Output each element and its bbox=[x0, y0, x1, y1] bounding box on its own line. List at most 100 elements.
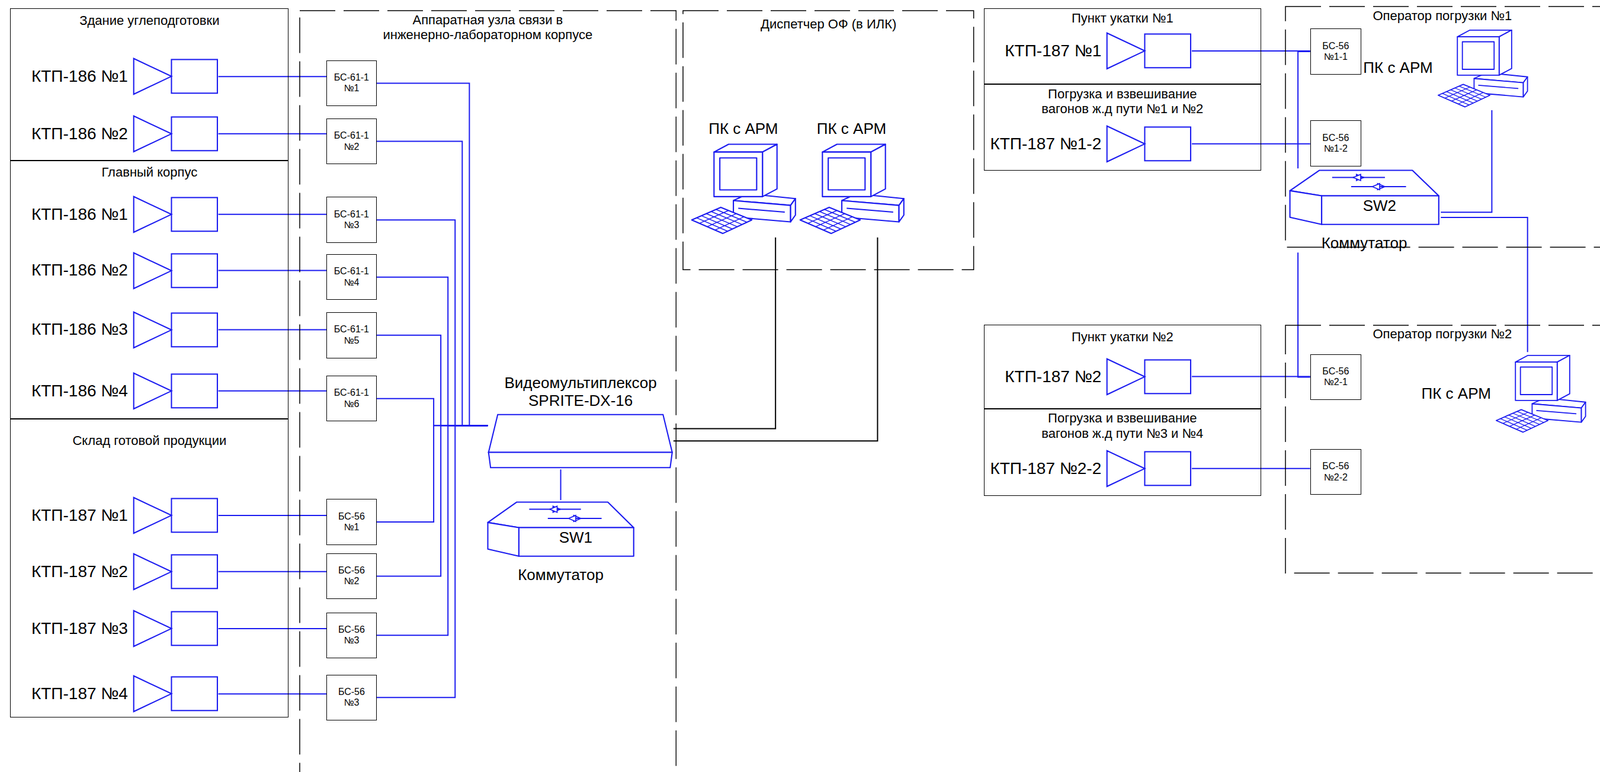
node-label: КТП-187 №2 bbox=[31, 562, 128, 582]
multiplexer-body bbox=[488, 414, 673, 452]
camera-symbol bbox=[132, 496, 219, 535]
area-box: Пункт укатки №2КТП-187 №2 bbox=[983, 324, 1262, 410]
room-area: Диспетчер ОФ (в ИЛК)ПК с АРМПК с АРМ bbox=[682, 10, 975, 271]
cable-line bbox=[1440, 110, 1492, 213]
computer-icon bbox=[689, 140, 797, 238]
cable-line bbox=[1297, 252, 1311, 377]
case-side bbox=[790, 198, 796, 222]
cable-line bbox=[1191, 50, 1311, 52]
monitor-front bbox=[1515, 361, 1557, 401]
drive-slot bbox=[1536, 410, 1577, 415]
monitor-side bbox=[762, 144, 778, 197]
area-box: Главный корпусКТП-186 №1КТП-186 №2КТП-18… bbox=[10, 159, 289, 420]
camera-body bbox=[171, 312, 218, 347]
cable-line bbox=[218, 213, 327, 216]
camera-node: КТП-186 №4 bbox=[31, 372, 219, 410]
drive-slot bbox=[738, 208, 786, 213]
camera-node: КТП-187 №4 bbox=[31, 674, 219, 713]
node-label: КТП-186 №3 bbox=[31, 319, 128, 339]
node-label: БС-56 №2-2 bbox=[1314, 460, 1358, 483]
monitor-side bbox=[1498, 30, 1512, 76]
node-label: КТП-187 №2-2 bbox=[989, 459, 1102, 479]
camera-body bbox=[1145, 359, 1192, 394]
node-label: КТП-186 №1 bbox=[31, 66, 128, 86]
cable-line bbox=[218, 75, 327, 78]
block-box: БС-61-1 №5 bbox=[326, 312, 377, 359]
key-column bbox=[1517, 411, 1544, 423]
room-area: Аппаратная узла связи в инженерно-лабора… bbox=[299, 10, 677, 772]
switch-side bbox=[487, 522, 519, 557]
block-box: БС-61-1 №4 bbox=[326, 254, 377, 301]
node-label: БС-56 №3 bbox=[329, 686, 373, 709]
camera-body bbox=[171, 373, 218, 408]
switch-arrowhead bbox=[1352, 174, 1361, 181]
camera-node: КТП-187 №2-2 bbox=[989, 449, 1192, 488]
case-side bbox=[1522, 76, 1528, 97]
camera-symbol bbox=[1105, 449, 1192, 488]
dashed-border bbox=[299, 10, 676, 772]
node-label: Аппаратная узла связи в инженерно-лабора… bbox=[360, 12, 615, 43]
area-box: Пункт укатки №1 КТП-187 №1 bbox=[983, 8, 1262, 85]
cable-line bbox=[673, 237, 776, 429]
workstation: ПК с АРМ bbox=[1421, 351, 1587, 436]
network-switch: SW1Коммутатор bbox=[485, 499, 636, 585]
camera-body bbox=[1145, 126, 1192, 161]
room-area: Оператор погрузки №1БС-56 №1-1ПК с АРМБС… bbox=[1284, 5, 1600, 248]
camera-symbol bbox=[1105, 124, 1192, 163]
switch-arrowhead bbox=[1371, 183, 1380, 190]
workstation: ПК с АРМ bbox=[689, 120, 797, 238]
node-label: БС-61-1 №5 bbox=[329, 324, 373, 346]
cable-line bbox=[218, 133, 327, 135]
node-label: КТП-186 №1 bbox=[31, 204, 128, 224]
block-box: БС-61-1 №1 bbox=[326, 60, 377, 107]
camera-node: КТП-187 №3 bbox=[31, 609, 219, 648]
camera-node: КТП-186 №1 bbox=[31, 195, 219, 234]
cable-line bbox=[376, 398, 489, 426]
keyboard bbox=[1438, 84, 1490, 107]
cable-line bbox=[218, 571, 327, 573]
cable-line bbox=[376, 277, 489, 426]
camera-node: КТП-186 №2 bbox=[31, 114, 219, 153]
cable-line bbox=[218, 390, 327, 392]
workstation: ПК с АРМ bbox=[1363, 26, 1528, 111]
node-label: КТП-187 №1 bbox=[31, 505, 128, 525]
room-area: Оператор погрузки №2БС-56 №2-1БС-56 №2-2… bbox=[1284, 324, 1600, 574]
switch-arrowhead bbox=[549, 505, 557, 512]
computer-icon bbox=[797, 140, 906, 238]
node-caption: Коммутатор bbox=[1287, 234, 1441, 253]
cable-line bbox=[376, 425, 489, 698]
camera-body bbox=[171, 197, 218, 232]
camera-node: КТП-187 №1 bbox=[1004, 31, 1192, 70]
camera-symbol bbox=[132, 310, 219, 349]
dashed-border bbox=[683, 10, 974, 270]
node-label: Здание углеподготовки bbox=[76, 13, 223, 28]
camera-lens bbox=[1107, 450, 1146, 486]
keyboard bbox=[1496, 409, 1548, 433]
node-label: Пункт укатки №1 bbox=[1068, 10, 1177, 26]
cable-line bbox=[1191, 467, 1311, 470]
camera-node: КТП-186 №1 bbox=[31, 57, 219, 96]
cable-line bbox=[376, 219, 489, 426]
block-box: БС-56 №1-2 bbox=[1310, 120, 1362, 167]
node-label: БС-61-1 №3 bbox=[329, 209, 373, 232]
monitor-side bbox=[870, 144, 886, 197]
camera-lens bbox=[133, 373, 172, 409]
switch-top bbox=[487, 501, 634, 528]
case-side bbox=[899, 198, 904, 222]
node-label: Оператор погрузки №2 bbox=[1369, 326, 1515, 342]
computer-icon bbox=[1494, 351, 1587, 436]
camera-body bbox=[171, 554, 218, 589]
camera-symbol bbox=[1105, 31, 1192, 70]
cable-line bbox=[376, 425, 489, 576]
multiplexer-base bbox=[488, 451, 673, 468]
node-label: ПК с АРМ bbox=[1363, 59, 1433, 78]
network-switch: SW2Коммутатор bbox=[1287, 168, 1441, 253]
camera-lens bbox=[133, 675, 172, 712]
node-label: КТП-187 №2 bbox=[1004, 367, 1102, 387]
cable-line bbox=[1191, 376, 1311, 378]
key-column bbox=[1459, 85, 1486, 98]
camera-body bbox=[1145, 451, 1192, 486]
node-label: КТП-187 №1 bbox=[1004, 41, 1102, 61]
camera-node: КТП-187 №2 bbox=[1004, 357, 1192, 396]
